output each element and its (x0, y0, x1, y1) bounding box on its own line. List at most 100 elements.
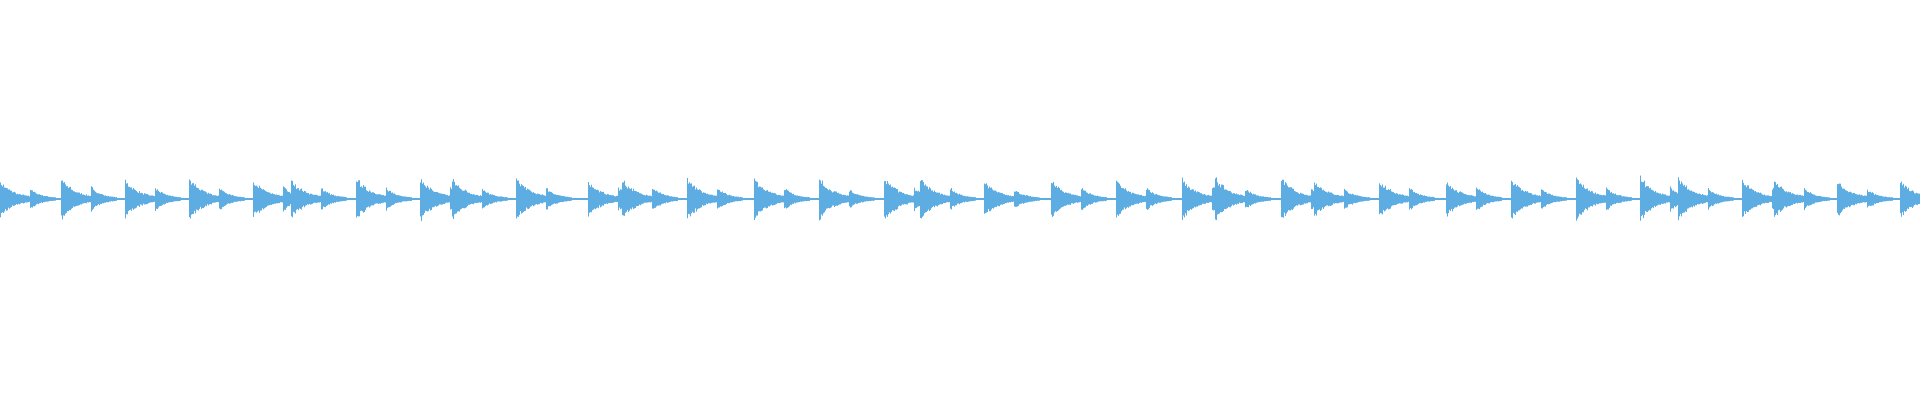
waveform-sample (1710, 191, 1711, 207)
waveform-sample (473, 194, 474, 205)
waveform-sample (929, 187, 930, 211)
waveform-sample (648, 195, 649, 203)
waveform-sample (1205, 194, 1206, 204)
waveform-sample (1664, 194, 1665, 204)
waveform-sample (1556, 196, 1557, 202)
waveform-sample (930, 188, 931, 210)
waveform-sample (1725, 196, 1726, 202)
waveform-sample (1359, 195, 1360, 202)
waveform-sample (47, 196, 48, 202)
waveform-sample (638, 191, 639, 206)
waveform-sample (634, 190, 635, 209)
waveform-sample (1610, 192, 1611, 206)
waveform-sample (244, 197, 245, 201)
waveform-sample (762, 187, 763, 211)
waveform-sample (714, 195, 715, 203)
waveform-sample (507, 197, 508, 201)
waveform-sample (1034, 196, 1035, 202)
waveform-sample (1428, 196, 1429, 202)
waveform-sample (900, 191, 901, 206)
waveform-sample (1306, 194, 1307, 204)
waveform-sample (1718, 194, 1719, 204)
waveform-sample (484, 190, 485, 208)
waveform-sample (1666, 195, 1667, 203)
waveform-sample (28, 195, 29, 203)
waveform-sample (1014, 191, 1015, 207)
waveform-sample (364, 186, 365, 213)
waveform-sample (1777, 183, 1778, 216)
waveform-sample (1314, 182, 1315, 216)
waveform-sample (83, 194, 84, 204)
waveform-sample (1820, 196, 1821, 202)
waveform-sample (1035, 197, 1036, 201)
waveform-sample (1467, 195, 1468, 203)
waveform-sample (567, 196, 568, 202)
waveform-sample (718, 189, 719, 208)
waveform-sample (656, 190, 657, 207)
waveform-sample (1333, 194, 1334, 204)
waveform-sample (399, 195, 400, 203)
waveform-sample (1263, 196, 1264, 202)
waveform-sample (431, 188, 432, 210)
waveform-sample (503, 196, 504, 201)
waveform-sample (1304, 194, 1305, 204)
waveform-sample (368, 191, 369, 207)
waveform-sample (728, 195, 729, 204)
waveform-sample (1341, 195, 1342, 203)
waveform-sample (461, 189, 462, 209)
waveform-sample (1015, 191, 1016, 207)
waveform-sample (277, 194, 278, 204)
waveform-sample (701, 191, 702, 208)
waveform-sample (171, 196, 172, 203)
waveform-sample (715, 195, 716, 203)
waveform-sample (192, 183, 193, 215)
waveform-sample (1052, 183, 1053, 217)
waveform-sample (1657, 192, 1658, 206)
waveform-sample (1766, 195, 1767, 203)
waveform-sample (1702, 194, 1703, 205)
waveform-sample (1091, 194, 1092, 204)
waveform-sample (785, 190, 786, 208)
waveform-sample (114, 196, 115, 202)
waveform-sample (1890, 197, 1891, 201)
waveform-sample (731, 195, 732, 203)
waveform-sample (922, 180, 923, 217)
waveform-sample (651, 196, 652, 202)
waveform-sample (227, 194, 228, 204)
waveform-sample (1227, 190, 1228, 209)
waveform-sample (1591, 190, 1592, 207)
waveform-sample (1733, 197, 1734, 201)
waveform-sample (985, 184, 986, 214)
waveform-sample (1446, 184, 1447, 214)
waveform-sample (15, 192, 16, 206)
waveform-sample (890, 184, 891, 214)
waveform-sample (1754, 191, 1755, 208)
waveform-sample (500, 196, 501, 202)
waveform-sample (1796, 194, 1797, 203)
waveform-sample (1187, 188, 1188, 211)
waveform-sample (525, 186, 526, 211)
waveform-sample (1523, 190, 1524, 207)
waveform-sample (693, 186, 694, 213)
waveform-sample (338, 196, 339, 202)
waveform-sample (284, 187, 285, 210)
waveform-sample (1761, 193, 1762, 205)
waveform-sample (1541, 189, 1542, 209)
waveform-sample (1422, 195, 1423, 204)
waveform-sample (312, 194, 313, 204)
waveform-sample (1728, 196, 1729, 202)
waveform-sample (90, 195, 91, 203)
waveform-sample (460, 188, 461, 210)
waveform-sample (866, 196, 867, 202)
waveform-sample (1147, 188, 1148, 210)
waveform-sample (485, 191, 486, 207)
waveform-sample (1409, 188, 1410, 210)
waveform-sample (975, 197, 976, 201)
waveform-sample (1061, 189, 1062, 208)
waveform-sample (433, 191, 434, 208)
waveform-sample (1134, 193, 1135, 205)
waveform-sample (823, 185, 824, 214)
waveform-sample (1716, 193, 1717, 204)
waveform-sample (1616, 194, 1617, 204)
waveform-sample (716, 195, 717, 203)
